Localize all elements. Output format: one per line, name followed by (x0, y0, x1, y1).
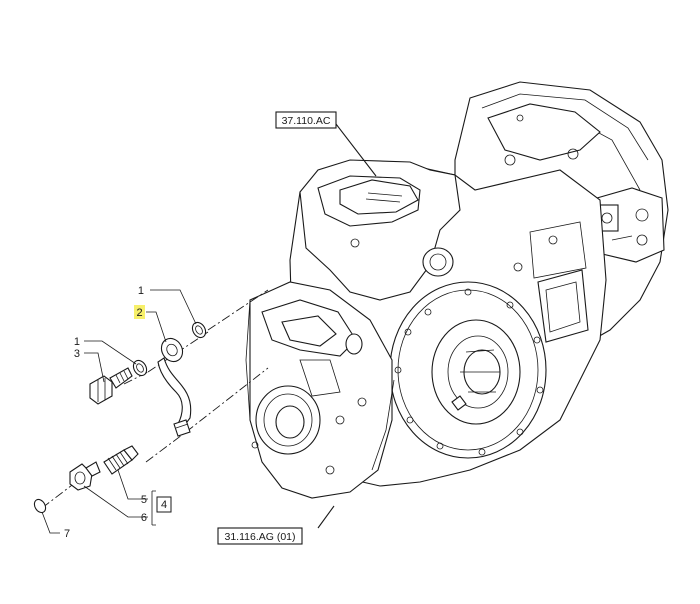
callout-box-4 (156, 496, 172, 513)
ref-label-bottom: 31.116.AG (01) (224, 531, 295, 543)
hydraulic-pipe (157, 337, 192, 437)
ref-box-bottom[interactable]: 31.116.AG (01) (217, 527, 303, 545)
sealing-washer-lower (132, 359, 148, 377)
highlight-marker (134, 305, 145, 319)
small-washer (33, 498, 47, 514)
connector-fitting (103, 445, 139, 475)
ref-box-top[interactable]: 37.110.AC (275, 111, 337, 129)
elbow-adapter (69, 461, 101, 491)
callout-4: 4 (161, 499, 167, 511)
callout-7: 7 (64, 528, 70, 540)
transmission-housing (245, 81, 669, 499)
sealing-washer-upper (191, 321, 207, 339)
drain-plug (89, 367, 133, 405)
leader-lines (41, 123, 377, 534)
callout-2: 2 (136, 307, 142, 319)
callout-numbers: 1 2 1 3 5 6 4 7 (64, 285, 172, 540)
callout-1-upper: 1 (138, 285, 144, 297)
callout-6: 6 (141, 512, 147, 524)
ref-label-top: 37.110.AC (282, 115, 331, 127)
callout-5: 5 (141, 494, 147, 506)
callout-3: 3 (74, 348, 80, 360)
callout-1-lower: 1 (74, 336, 80, 348)
